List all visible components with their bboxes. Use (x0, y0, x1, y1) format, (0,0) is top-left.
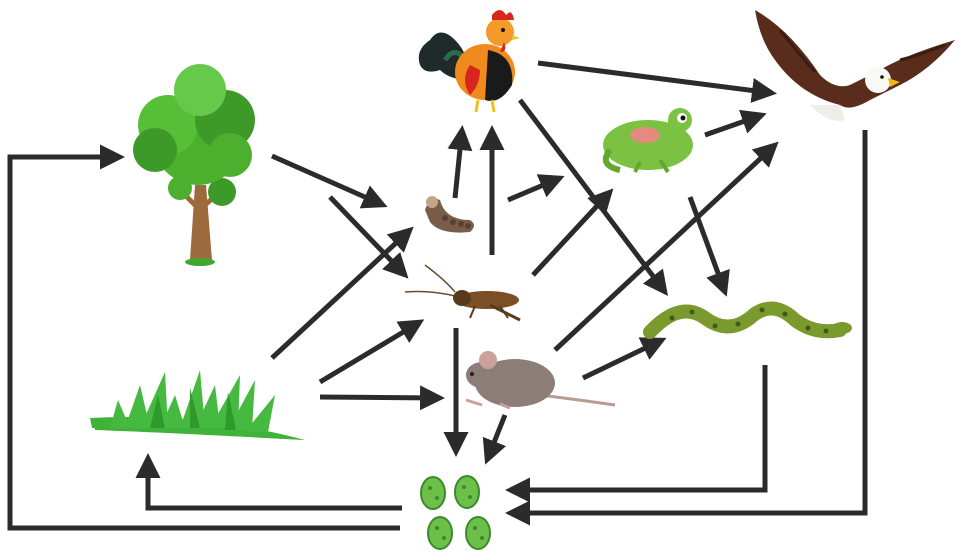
arrow-tree-to-caterpillar (272, 156, 383, 205)
arrow-frog-to-eagle (705, 115, 762, 135)
arrow-decomposers-to-grass (148, 458, 402, 508)
eagle-icon (755, 10, 955, 121)
frog-icon (603, 108, 693, 172)
arrow-tree-to-cricket (330, 197, 405, 275)
arrow-rooster-to-eagle (538, 63, 772, 93)
tree-icon (133, 64, 255, 266)
arrow-mouse-to-snake (583, 340, 662, 378)
cricket-icon (405, 265, 520, 320)
arrow-grass-to-cricket (320, 322, 420, 382)
arrow-grass-to-mouse (320, 397, 440, 398)
arrow-caterpillar-to-frog (508, 178, 560, 200)
bacteria-icon (421, 476, 490, 549)
grass-icon (90, 370, 305, 440)
arrows-layer (10, 63, 865, 528)
rooster-icon (419, 10, 520, 112)
arrow-caterpillar-to-rooster (455, 130, 462, 198)
mouse-icon (466, 351, 615, 408)
snake-icon (650, 308, 852, 335)
arrow-mouse-to-decomposers (487, 415, 505, 460)
caterpillar-icon (425, 196, 474, 233)
